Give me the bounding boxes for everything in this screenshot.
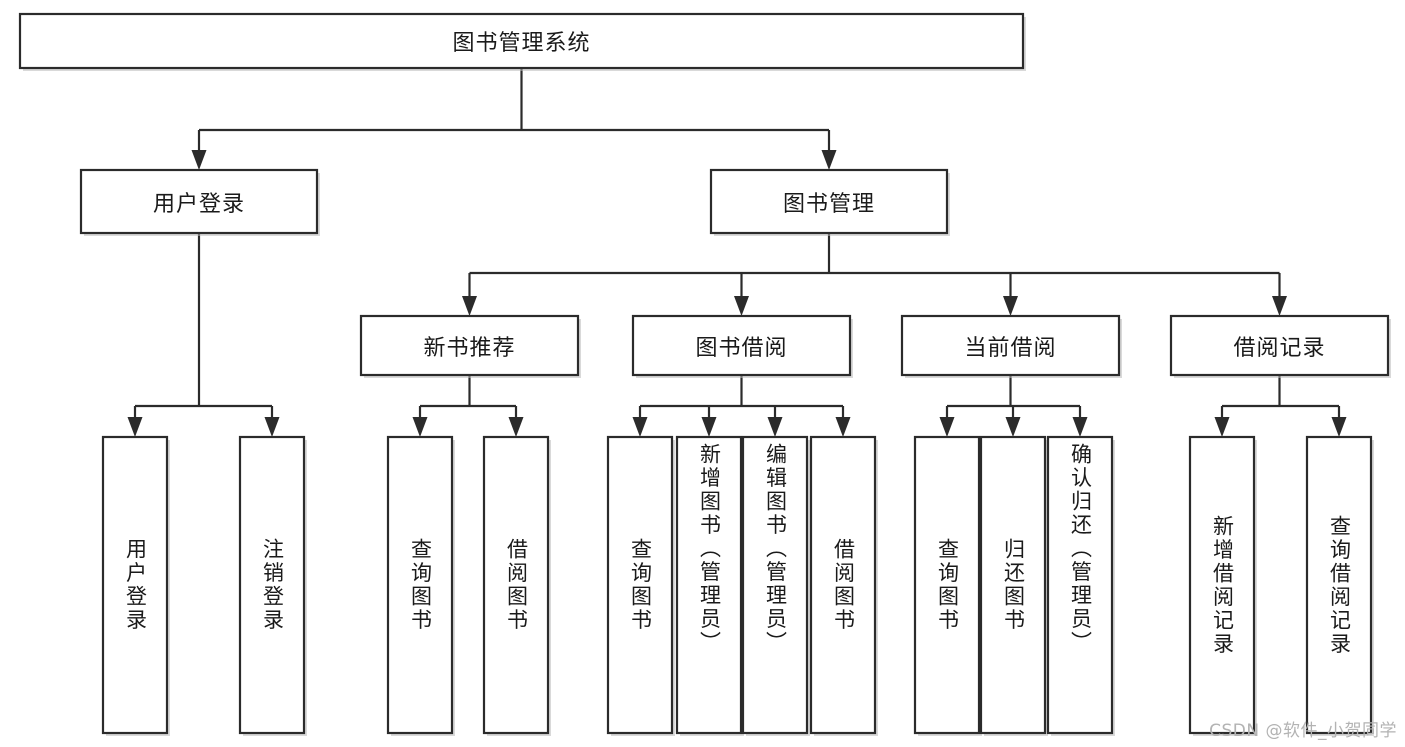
arrow-head-icon: [821, 150, 837, 170]
node-box-leaf-query-record[interactable]: [1305, 435, 1373, 735]
arrow-head-icon: [835, 417, 851, 437]
node-box-borrow-records[interactable]: [1169, 314, 1390, 377]
arrow-head-icon: [632, 417, 648, 437]
node-box-user-login[interactable]: [79, 168, 319, 235]
arrow-head-icon: [701, 417, 717, 437]
arrow-head-icon: [1072, 417, 1088, 437]
node-box-leaf-add-record[interactable]: [1188, 435, 1256, 735]
arrow-head-icon: [264, 417, 280, 437]
node-box-leaf-user-logout[interactable]: [238, 435, 306, 735]
node-boxes-layer: [18, 12, 1391, 736]
arrow-head-icon: [734, 296, 749, 316]
arrow-head-icon: [462, 296, 477, 316]
node-box-current-borrow[interactable]: [900, 314, 1121, 377]
node-box-leaf-user-login[interactable]: [101, 435, 169, 735]
arrow-head-icon: [1272, 296, 1287, 316]
arrow-head-icon: [508, 417, 524, 437]
node-box-leaf-query-book-2[interactable]: [606, 435, 674, 735]
arrow-head-icon: [939, 417, 955, 437]
node-box-leaf-add-book[interactable]: [675, 435, 743, 735]
node-box-book-management[interactable]: [709, 168, 949, 235]
arrow-head-icon: [1005, 417, 1021, 437]
node-box-leaf-confirm-return[interactable]: [1046, 435, 1114, 735]
arrow-head-icon: [1003, 296, 1018, 316]
arrow-head-icon: [767, 417, 783, 437]
node-box-leaf-edit-book[interactable]: [741, 435, 809, 735]
node-box-leaf-return-book[interactable]: [979, 435, 1047, 735]
arrow-head-icon: [412, 417, 428, 437]
node-box-new-book-recommend[interactable]: [359, 314, 580, 377]
node-box-leaf-borrow-book-2[interactable]: [809, 435, 877, 735]
arrow-head-icon: [1214, 417, 1230, 437]
node-box-leaf-borrow-book-1[interactable]: [482, 435, 550, 735]
node-box-leaf-query-book-1[interactable]: [386, 435, 454, 735]
connectors-layer: [127, 68, 1347, 437]
arrow-head-icon: [127, 417, 143, 437]
node-box-root[interactable]: [18, 12, 1025, 70]
arrow-head-icon: [191, 150, 207, 170]
node-box-book-borrow[interactable]: [631, 314, 852, 377]
node-box-leaf-query-book-3[interactable]: [913, 435, 981, 735]
arrow-head-icon: [1331, 417, 1347, 437]
